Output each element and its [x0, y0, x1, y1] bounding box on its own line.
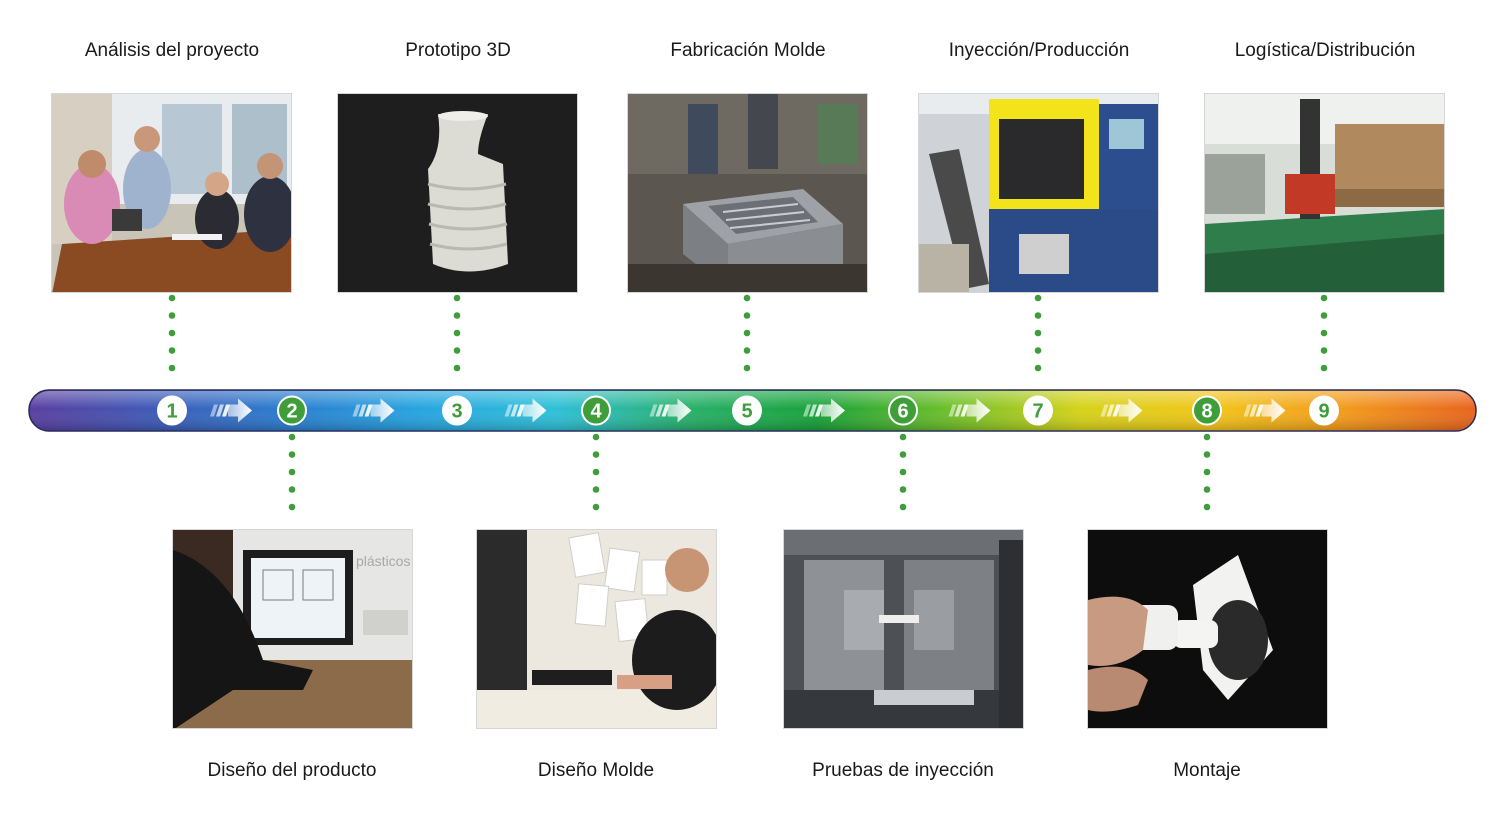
arrow-right-icon [948, 398, 991, 423]
mold-design-photo [476, 529, 717, 729]
stage-4-title: Diseño Molde [537, 760, 655, 781]
arrow-right-icon [352, 398, 395, 423]
stage-7-title: Inyección/Producción [948, 40, 1130, 61]
mold-manufacturing-photo [627, 93, 868, 293]
step-number-3: 3 [451, 401, 462, 423]
connectors-group [168, 294, 1328, 511]
arrows-group [210, 398, 1286, 423]
step-number-4: 4 [590, 401, 602, 423]
step-number-1: 1 [166, 401, 177, 423]
connector-2 [288, 433, 296, 511]
step-marker-2: 2 [277, 395, 307, 426]
step-marker-4: 4 [581, 395, 611, 426]
stage-8-title: Montaje [1173, 760, 1241, 781]
arrow-right-icon [1243, 398, 1286, 423]
stage-9-title: Logística/Distribución [1234, 40, 1416, 61]
arrow-right-icon [1100, 398, 1143, 423]
step-number-9: 9 [1318, 401, 1329, 423]
step-number-2: 2 [286, 401, 297, 423]
injection-test-photo [783, 529, 1024, 729]
connector-5 [743, 294, 751, 372]
arrow-right-icon [803, 398, 845, 423]
connector-7 [1034, 294, 1042, 372]
step-marker-1: 1 [157, 395, 187, 426]
stage-2-title: Diseño del producto [207, 760, 377, 781]
step-marker-6: 6 [888, 395, 918, 426]
step-marker-8: 8 [1192, 395, 1222, 426]
connector-4 [592, 433, 600, 511]
step-number-7: 7 [1032, 401, 1043, 423]
connector-1 [168, 294, 176, 372]
connector-9 [1320, 294, 1328, 372]
step-marker-5: 5 [732, 395, 762, 426]
markers-group: 1 2 3 4 5 6 7 8 9 [157, 395, 1339, 426]
arrow-right-icon [504, 398, 547, 423]
step-number-5: 5 [741, 401, 752, 423]
connector-6 [899, 433, 907, 511]
arrow-right-icon [210, 398, 252, 423]
step-marker-9: 9 [1309, 395, 1339, 426]
product-design-photo: plásticos [172, 529, 413, 729]
product-design-watermark: plásticos [356, 553, 410, 569]
connector-8 [1203, 433, 1211, 511]
stage-3-title: Prototipo 3D [405, 40, 511, 61]
step-marker-3: 3 [442, 395, 472, 426]
project-meeting-photo [51, 93, 292, 293]
injection-machine-photo [918, 93, 1159, 293]
stage-1-title: Análisis del proyecto [84, 40, 260, 61]
step-number-6: 6 [897, 401, 908, 423]
stage-5-title: Fabricación Molde [670, 40, 826, 61]
warehouse-photo [1204, 93, 1445, 293]
3d-prototype-photo [337, 93, 578, 293]
step-number-8: 8 [1201, 401, 1212, 423]
step-marker-7: 7 [1023, 395, 1053, 426]
arrow-right-icon [649, 398, 692, 423]
assembly-photo [1087, 529, 1328, 729]
stage-6-title: Pruebas de inyección [812, 760, 994, 781]
connector-3 [453, 294, 461, 372]
